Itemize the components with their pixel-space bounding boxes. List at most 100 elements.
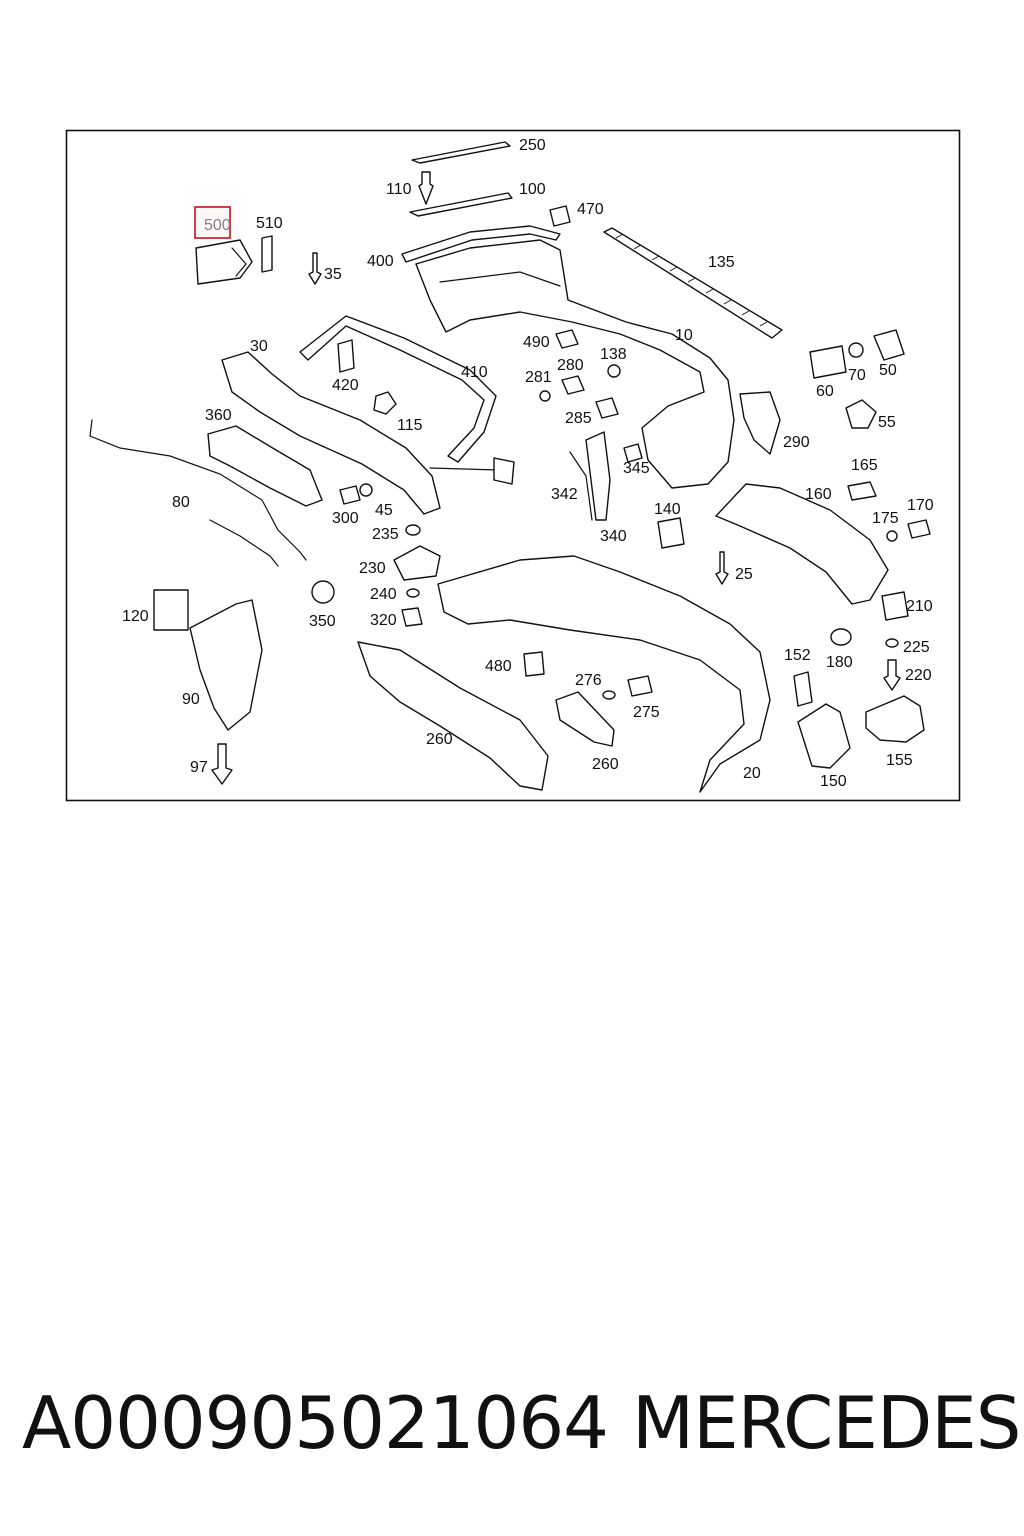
part-300-nut [339,485,361,505]
label-180: 180 [826,654,853,671]
part-100-strip [409,192,513,217]
label-150: 150 [820,773,847,790]
part-410-moulding [299,315,497,463]
label-80: 80 [172,494,190,511]
part-250-moulding [411,141,511,164]
label-25: 25 [735,566,753,583]
label-115: 115 [397,417,423,434]
label-285: 285 [565,410,592,427]
part-50-holder [873,329,905,361]
label-275: 275 [633,704,660,721]
parts-diagram: 250 110 100 470 500 510 35 400 135 30 42… [65,129,961,802]
part-480-clip [523,651,545,677]
label-50: 50 [879,362,897,379]
part-340-strip [585,431,611,521]
label-220: 220 [905,667,932,684]
label-240: 240 [370,586,397,603]
part-97-screw [211,743,233,785]
part-115-clip [373,391,397,415]
part-152-clip [793,671,813,707]
label-20: 20 [743,765,761,782]
part-281-washer [539,390,551,402]
label-420: 420 [332,377,359,394]
part-140-bracket [657,517,685,549]
part-285-clip [595,397,619,419]
label-500: 500 [204,217,231,234]
diagram-frame [65,129,961,802]
label-138: 138 [600,346,627,363]
label-290: 290 [783,434,810,451]
part-60-sensor [809,345,847,379]
label-55: 55 [878,414,896,431]
part-80-harness-branch [209,519,279,567]
part-70-ring [848,342,864,358]
part-220-screw [883,659,901,691]
part-510-bracket [261,235,273,273]
part-235-washer [405,524,421,536]
part-120-plate [153,589,189,631]
callout-labels: 250 110 100 470 500 510 35 400 135 30 42… [122,137,934,790]
label-260-right: 260 [592,756,619,773]
label-276: 276 [575,672,602,689]
label-97: 97 [190,759,208,776]
part-500-cover-edge [231,247,247,277]
part-470-clip [549,205,571,227]
label-45: 45 [375,502,393,519]
part-230-bracket [393,545,441,581]
part-30-bracket [221,351,441,515]
part-240-washer [406,588,420,598]
label-170: 170 [907,497,934,514]
part-490-bolt [555,329,579,349]
label-400: 400 [367,253,394,270]
part-342-strip [569,451,593,521]
part-138-washer [607,364,621,378]
label-100: 100 [519,181,546,198]
label-30: 30 [250,338,268,355]
part-10-bumper-cover [415,239,735,489]
part-10-bumper-line [439,271,561,287]
label-250: 250 [519,137,546,154]
part-90-bracket [189,599,263,731]
part-25-screw [715,551,729,585]
part-225-washer [885,638,899,648]
part-170-bolt [907,519,931,539]
part-155-duct [865,695,925,743]
part-276-washer [602,690,616,700]
part-260-bracket-left [357,641,549,791]
label-120: 120 [122,608,149,625]
label-160: 160 [805,486,832,503]
label-510: 510 [256,215,283,232]
part-55-cover [845,399,877,429]
label-10: 10 [675,327,693,344]
label-110: 110 [386,181,412,198]
part-360-absorber [207,425,323,507]
label-165: 165 [851,457,878,474]
part-280-bolt [561,375,585,395]
part-275-bolt [627,675,653,697]
part-420-bracket [337,339,355,373]
label-230: 230 [359,560,386,577]
part-110-clip [418,171,434,205]
part-175-washer [886,530,898,542]
part-80-harness [89,419,307,561]
label-140: 140 [654,501,681,518]
label-152: 152 [784,647,811,664]
part-45-washer [359,483,373,497]
part-150-bracket [797,703,851,769]
label-345: 345 [623,460,650,477]
label-320: 320 [370,612,397,629]
part-160-diffuser [715,483,889,605]
part-320-nut [401,607,423,627]
label-470: 470 [577,201,604,218]
part-40-plate [493,457,515,485]
label-490: 490 [523,334,550,351]
label-342: 342 [551,486,578,503]
label-235: 235 [372,526,399,543]
label-300: 300 [332,510,359,527]
label-210: 210 [906,598,933,615]
part-number-caption: A000905021064 [22,1381,609,1465]
part-345-bolt [623,443,643,463]
highlight-box-500 [194,206,231,239]
label-35: 35 [324,266,342,283]
label-175: 175 [872,510,899,527]
